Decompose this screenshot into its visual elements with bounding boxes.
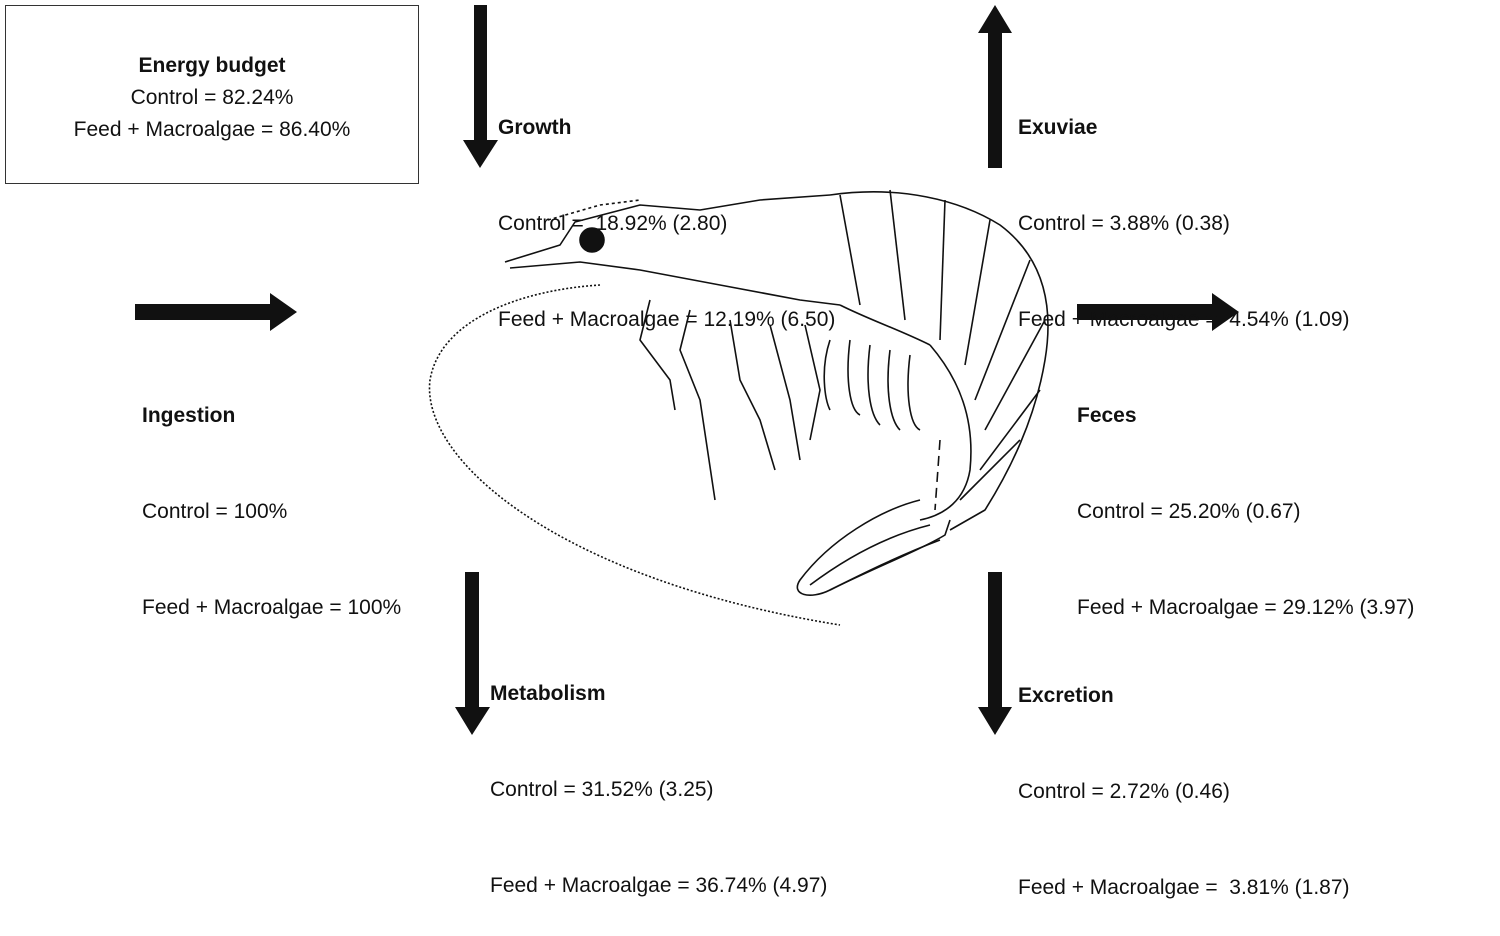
feces-feed: Feed + Macroalgae = 29.12% (3.97) — [1077, 596, 1415, 619]
energy-budget-title: Energy budget — [138, 54, 286, 77]
excretion-title: Excretion — [1018, 684, 1114, 707]
ingestion-feed: Feed + Macroalgae = 100% — [142, 596, 402, 619]
energy-budget-feed: Feed + Macroalgae = 86.40% — [73, 118, 351, 141]
excretion-arrow — [978, 572, 1012, 735]
energy-budget-box: Energy budget Control = 82.24% Feed + Ma… — [5, 5, 419, 184]
metabolism-feed: Feed + Macroalgae = 36.74% (4.97) — [490, 874, 828, 897]
ingestion-control: Control = 100% — [142, 500, 288, 523]
exuviae-title: Exuviae — [1018, 116, 1098, 139]
excretion-feed: Feed + Macroalgae = 3.81% (1.87) — [1018, 876, 1350, 899]
ingestion-arrow — [135, 293, 297, 331]
exuviae-feed: Feed + Macroalgae = 4.54% (1.09) — [1018, 308, 1350, 331]
exuviae-arrow — [978, 5, 1012, 168]
excretion-control: Control = 2.72% (0.46) — [1018, 780, 1230, 803]
ingestion-label: Ingestion Control = 100% Feed + Macroalg… — [142, 336, 401, 656]
feces-arrow — [1077, 293, 1239, 331]
exuviae-label: Exuviae Control = 3.88% (0.38) Feed + Ma… — [1018, 48, 1350, 368]
metabolism-control: Control = 31.52% (3.25) — [490, 778, 714, 801]
diagram-graphics — [135, 5, 1239, 735]
arrows — [135, 5, 1239, 735]
energy-budget-control: Control = 82.24% — [130, 86, 294, 109]
shrimp-illustration — [428, 189, 1049, 626]
growth-arrow — [463, 5, 498, 168]
metabolism-arrow — [455, 572, 490, 735]
feces-label: Feces Control = 25.20% (0.67) Feed + Mac… — [1077, 336, 1414, 656]
metabolism-title: Metabolism — [490, 682, 606, 705]
growth-title: Growth — [498, 116, 572, 139]
ingestion-title: Ingestion — [142, 404, 236, 427]
growth-control: Control = 18.92% (2.80) — [498, 212, 728, 235]
growth-feed: Feed + Macroalgae = 12.19% (6.50) — [498, 308, 836, 331]
growth-label: Growth Control = 18.92% (2.80) Feed + Ma… — [498, 48, 835, 368]
feces-control: Control = 25.20% (0.67) — [1077, 500, 1301, 523]
excretion-label: Excretion Control = 2.72% (0.46) Feed + … — [1018, 616, 1350, 936]
exuviae-control: Control = 3.88% (0.38) — [1018, 212, 1230, 235]
feces-title: Feces — [1077, 404, 1137, 427]
metabolism-label: Metabolism Control = 31.52% (3.25) Feed … — [490, 614, 827, 934]
